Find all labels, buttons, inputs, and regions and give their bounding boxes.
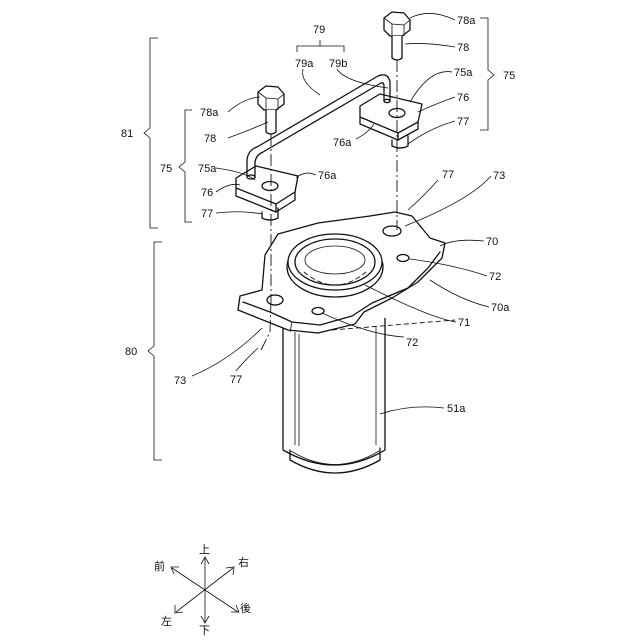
label-75-left: 75: [160, 163, 172, 175]
label-75a-left: 75a: [198, 163, 217, 175]
brace-79: [297, 40, 344, 52]
bolt-78-left: [258, 86, 284, 134]
label-75-right: 75: [503, 70, 515, 82]
label-76a-left: 76a: [318, 170, 337, 182]
bolt-78-right: [384, 12, 410, 60]
label-78-top: 78: [457, 42, 469, 54]
direction-right: 右: [238, 555, 249, 569]
direction-indicator: 上 下 前 右 左 後: [154, 543, 251, 637]
label-79b: 79b: [329, 58, 347, 70]
direction-left: 左: [161, 615, 172, 628]
label-77-left: 77: [201, 208, 213, 220]
direction-down: 下: [199, 624, 210, 637]
plate-75-right: [360, 94, 422, 148]
label-73-left: 73: [174, 375, 186, 387]
brace-81: [144, 38, 158, 228]
label-76-left: 76: [201, 187, 213, 199]
label-78a-top: 78a: [457, 15, 476, 27]
label-79: 79: [313, 24, 325, 36]
label-77-right: 77: [457, 116, 469, 128]
direction-front: 前: [154, 559, 165, 573]
label-80: 80: [125, 346, 137, 358]
label-71: 71: [458, 317, 470, 329]
label-72-right: 72: [489, 271, 501, 283]
label-70a: 70a: [491, 302, 510, 314]
brace-75-right: [480, 18, 494, 130]
brace-80: [148, 242, 162, 460]
label-51a: 51a: [447, 403, 466, 415]
direction-up: 上: [199, 543, 210, 556]
brace-75-left: [179, 110, 192, 222]
filter-case-51a: [283, 318, 385, 473]
label-81: 81: [121, 128, 133, 140]
label-79a: 79a: [295, 58, 314, 70]
label-72-bottom: 72: [406, 337, 418, 349]
label-73-right: 73: [493, 170, 505, 182]
label-70: 70: [486, 236, 498, 248]
label-76a-right: 76a: [333, 137, 352, 149]
label-77-mid: 77: [442, 169, 454, 181]
label-76-right: 76: [457, 92, 469, 104]
label-78a-left: 78a: [200, 107, 219, 119]
label-75a-right: 75a: [454, 67, 473, 79]
direction-back: 後: [240, 601, 251, 615]
label-77-bottom: 77: [230, 374, 242, 386]
label-78-left: 78: [204, 133, 216, 145]
